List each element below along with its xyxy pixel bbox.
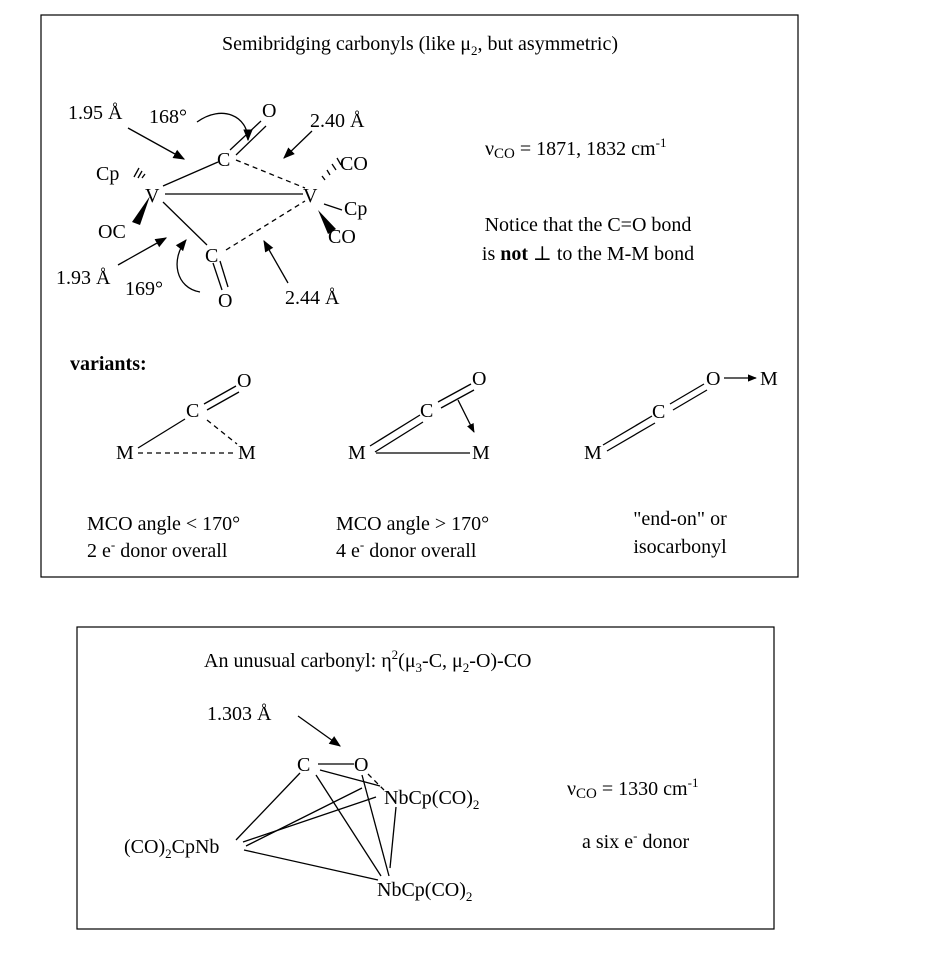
distance-1-303: 1.303 Å <box>207 703 272 725</box>
atom-O-bottom: O <box>218 290 232 312</box>
atom-O-top: O <box>262 100 276 122</box>
v2-structure <box>132 120 343 291</box>
nb-left-label: (CO)2CpNb <box>124 836 219 861</box>
variant-2-structure <box>369 383 475 454</box>
arrow-2-44 <box>263 239 289 284</box>
v1-M-left: M <box>116 442 134 464</box>
v2-M-right: M <box>472 442 490 464</box>
cluster-C: C <box>297 754 310 776</box>
variants-label: variants: <box>70 353 147 375</box>
notice-line-1: Notice that the C=O bond <box>485 214 692 236</box>
angle-168: 168° <box>149 106 187 128</box>
v2-C: C <box>420 400 433 422</box>
unusual-carbonyl-panel <box>76 626 775 930</box>
arrow-1-95 <box>127 127 186 160</box>
v1-desc-line-1: MCO angle < 170° <box>87 513 240 535</box>
v3-C: C <box>652 401 665 423</box>
v2-desc-line-1: MCO angle > 170° <box>336 513 489 535</box>
v1-O: O <box>237 370 251 392</box>
distance-2-40: 2.40 Å <box>310 110 365 132</box>
atom-C-top: C <box>217 149 230 171</box>
arrow-1-303 <box>297 715 341 747</box>
v2-desc-line-2: 4 e- donor overall <box>336 537 477 562</box>
semibridging-panel <box>40 14 799 578</box>
v1-desc-line-2: 2 e- donor overall <box>87 537 228 562</box>
atom-V-left: V <box>145 185 160 207</box>
panel2-title: An unusual carbonyl: η2(μ3-C, μ2-O)-CO <box>204 647 532 675</box>
nb-lower-label: NbCp(CO)2 <box>377 879 472 904</box>
v3-O: O <box>706 368 720 390</box>
panel1-title: Semibridging carbonyls (like μ2, but asy… <box>222 33 618 58</box>
atom-V-right: V <box>303 185 318 207</box>
nu-co-value-1: νCO = 1871, 1832 cm-1 <box>485 135 666 162</box>
nu-co-value-2: νCO = 1330 cm-1 <box>567 775 698 802</box>
notice-line-2: is not ⊥ to the M-M bond <box>482 243 694 265</box>
distance-2-44: 2.44 Å <box>285 287 340 309</box>
atom-C-bottom: C <box>205 245 218 267</box>
angle-169: 169° <box>125 278 163 300</box>
ligand-OC-left: OC <box>98 221 126 243</box>
distance-1-93: 1.93 Å <box>56 267 111 289</box>
v3-desc-line-1: "end-on" or <box>633 508 727 530</box>
v3-desc-line-2: isocarbonyl <box>633 536 727 558</box>
nb3-cluster-structure <box>235 763 397 881</box>
arc-arrow-168 <box>196 112 253 142</box>
ligand-Cp-right: Cp <box>344 198 367 220</box>
arc-arrow-169 <box>175 239 201 293</box>
arrow-1-93 <box>117 237 168 266</box>
v1-M-right: M <box>238 442 256 464</box>
ligand-Cp-left: Cp <box>96 163 119 185</box>
v3-M-right: M <box>760 368 778 390</box>
v2-M-left: M <box>348 442 366 464</box>
distance-1-95: 1.95 Å <box>68 102 123 124</box>
six-electron-donor: a six e- donor <box>582 828 689 853</box>
v2-O: O <box>472 368 486 390</box>
variant-3-structure <box>602 374 757 452</box>
ligand-CO-right-bottom: CO <box>328 226 356 248</box>
ligand-CO-right-top: CO <box>340 153 368 175</box>
v3-M-left: M <box>584 442 602 464</box>
cluster-O: O <box>354 754 368 776</box>
arrow-2-40 <box>283 130 313 159</box>
nb-upper-label: NbCp(CO)2 <box>384 787 479 812</box>
v1-C: C <box>186 400 199 422</box>
variant-1-structure <box>137 385 240 454</box>
